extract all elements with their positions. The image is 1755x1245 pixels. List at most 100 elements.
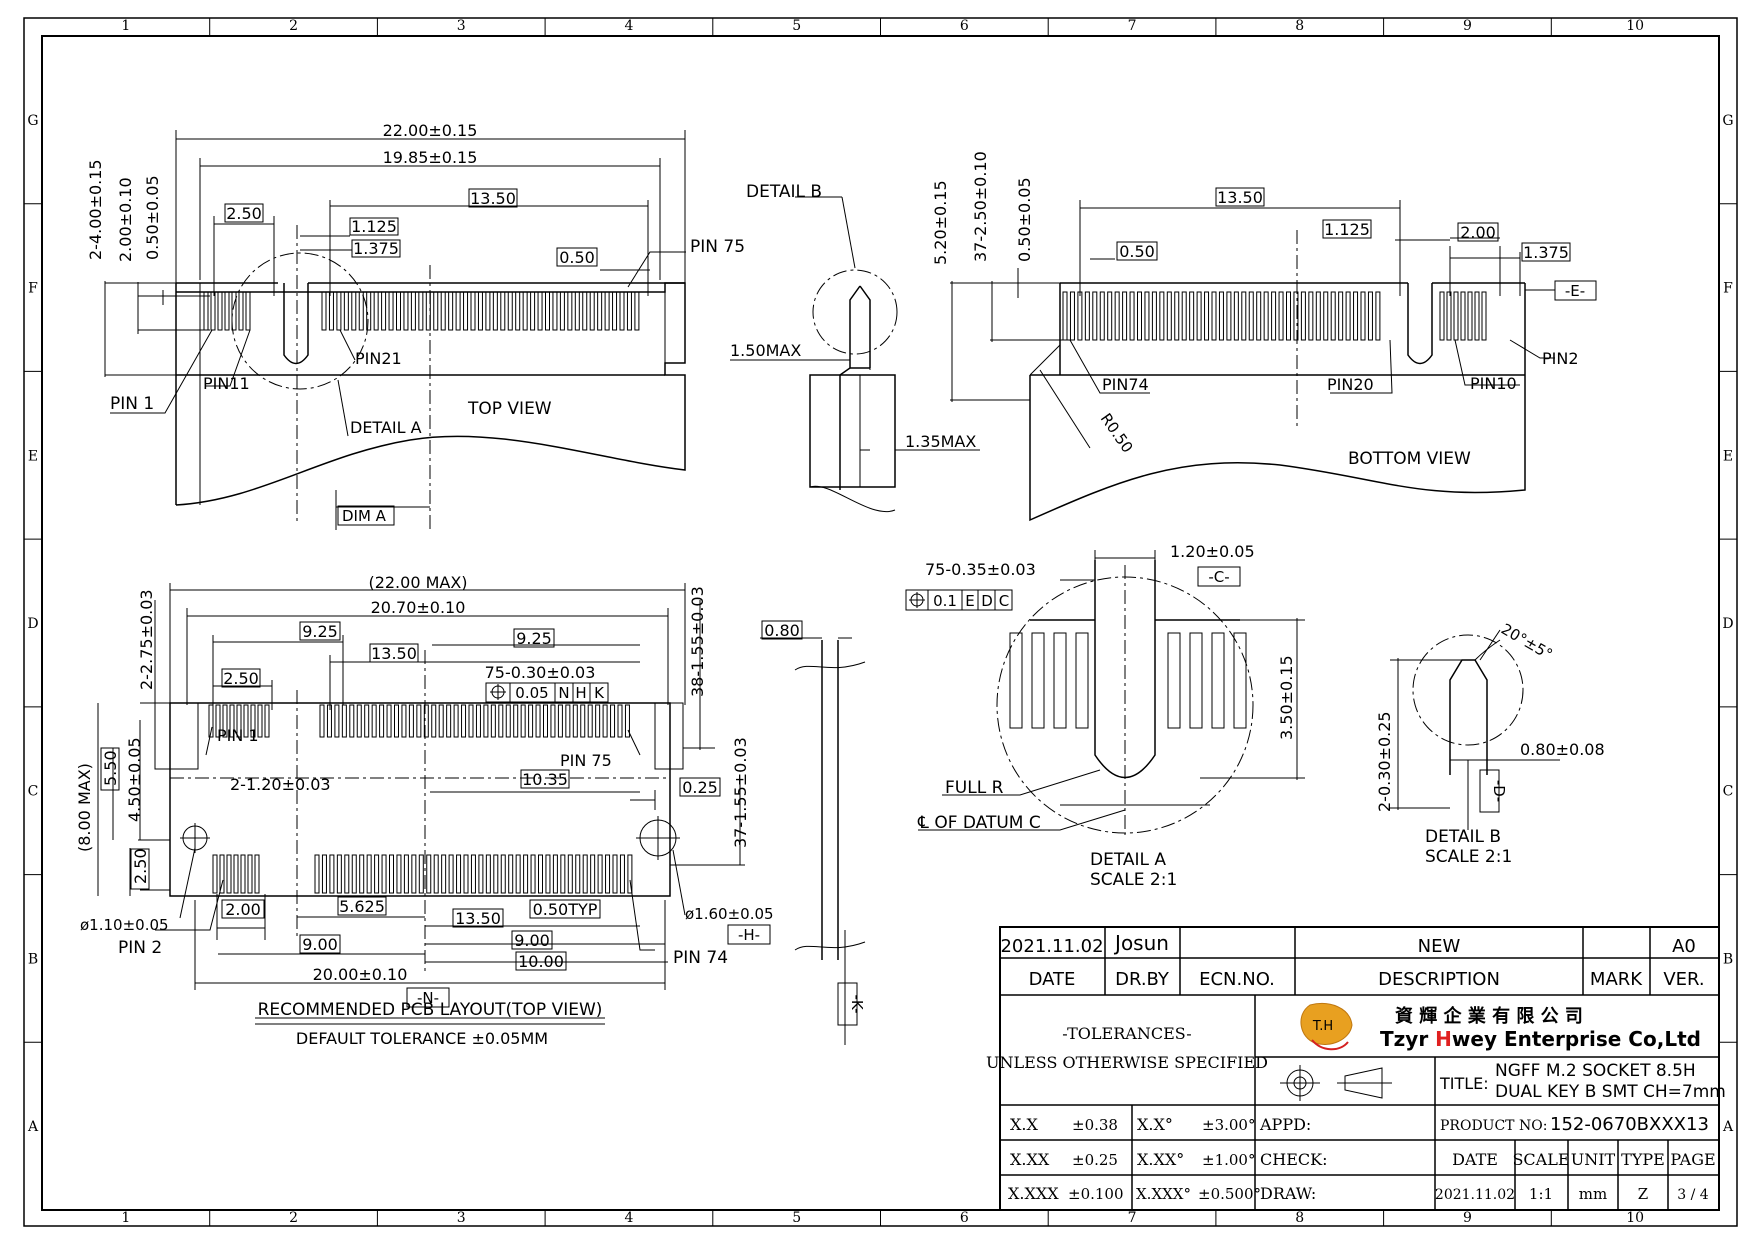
contact-pin: [1367, 291, 1373, 341]
contact-pin: [1453, 291, 1459, 341]
top-dim-vertical-2: 2.00±0.10: [116, 177, 135, 262]
pcb-dim-13-50: 13.50: [371, 644, 417, 663]
tolerances-note: UNLESS OTHERWISE SPECIFIED: [986, 1053, 1268, 1072]
bot-dim-vertical-3: 0.50±0.05: [1015, 177, 1034, 262]
grid-row-label: G: [27, 113, 38, 129]
contact-pin: [500, 291, 506, 331]
draw-label: DRAW:: [1260, 1184, 1316, 1203]
contact-pin: [530, 291, 536, 331]
deta-label-full-r: FULL R: [945, 778, 1004, 798]
contact-pin: [1474, 291, 1480, 341]
pcb-pad: [575, 854, 581, 894]
pcb-dim-20-00: 20.00±0.10: [313, 965, 408, 984]
grid-column-label: 10: [1626, 18, 1644, 34]
tol-row3-v1: ±0.100: [1068, 1185, 1124, 1203]
detail-pin: [1053, 632, 1067, 729]
label-pin11: PIN11: [203, 374, 250, 393]
pcb-dim-0-25: 0.25: [682, 778, 718, 797]
deta-dim-75-0-35: 75-0.35±0.03: [925, 560, 1036, 579]
contact-pin: [245, 291, 251, 331]
pcb-pad: [243, 704, 249, 738]
contact-pin: [1300, 291, 1306, 341]
contact-pin: [1226, 291, 1232, 341]
pcb-pad: [222, 704, 228, 738]
pcb-pad: [321, 854, 327, 894]
tol-row2-l2: X.XX°: [1137, 1150, 1184, 1169]
contact-pin: [351, 291, 357, 331]
tol-row3-l1: X.XXX: [1008, 1184, 1059, 1203]
grid-column-label: 7: [1128, 1210, 1137, 1226]
tol-row3-v2: ±0.500°: [1198, 1185, 1261, 1203]
grid-row-label: B: [28, 951, 38, 967]
pcb-pad: [463, 854, 469, 894]
deta-title: DETAIL A: [1090, 850, 1166, 870]
contact-pin: [381, 291, 387, 331]
pcb-pad: [617, 704, 623, 738]
pcb-pad: [490, 704, 496, 738]
contact-pin: [1263, 291, 1269, 341]
grid-column-label: 9: [1463, 1210, 1472, 1226]
pcb-pad: [565, 704, 571, 738]
profile-datum-k: -K-: [848, 994, 866, 1013]
contact-pin: [1248, 291, 1254, 341]
contact-pin: [343, 291, 349, 331]
tol-row1-l2: X.X°: [1137, 1115, 1173, 1134]
pcb-pad: [336, 854, 342, 894]
pcb-pad: [505, 704, 511, 738]
logo-text: T.H: [1312, 1019, 1333, 1034]
pcb-pad: [535, 704, 541, 738]
pcb-pad: [557, 704, 563, 738]
pcb-pad: [597, 854, 603, 894]
detb-dim-0-80: 0.80±0.08: [1520, 740, 1605, 759]
projection-symbol: [1280, 1065, 1392, 1101]
contact-pin: [515, 291, 521, 331]
pcb-pad: [468, 704, 474, 738]
contact-pin: [1204, 291, 1210, 341]
grid-row-label: E: [1723, 448, 1733, 464]
pcb-datum-h: H: [575, 684, 586, 702]
hdr-description: DESCRIPTION: [1378, 969, 1500, 990]
pcb-dim-2-1-20: 2-1.20±0.03: [230, 775, 331, 794]
pcb-pad: [212, 854, 218, 894]
contact-pin: [1174, 291, 1180, 341]
grid-column-label: 6: [960, 1210, 969, 1226]
top-dim-vertical-1: 2-4.00±0.15: [86, 159, 105, 260]
grid-column-label: 5: [792, 1210, 801, 1226]
pcb-pad: [461, 704, 467, 738]
contact-pin: [1323, 291, 1329, 341]
contact-pin: [1439, 291, 1445, 341]
footer-val-type: Z: [1638, 1185, 1648, 1203]
pcb-pad: [379, 704, 385, 738]
contact-pin: [470, 291, 476, 331]
pcb-pad: [610, 704, 616, 738]
contact-pin: [217, 291, 223, 331]
label-pin21: PIN21: [355, 349, 402, 368]
contact-pin: [492, 291, 498, 331]
pcb-pad: [423, 704, 429, 738]
pcb-pad: [359, 854, 365, 894]
footer-val-date: 2021.11.02: [1435, 1187, 1515, 1203]
contact-pin: [582, 291, 588, 331]
hdr-mark: MARK: [1590, 969, 1643, 990]
pcb-dim-22-max: (22.00 MAX): [368, 573, 467, 592]
contact-pin: [1353, 291, 1359, 341]
top-dim-0-50: 0.50: [559, 248, 595, 267]
pcb-hole-1-10: ø1.10±0.05: [80, 916, 169, 934]
detail-pin: [1167, 632, 1181, 729]
pcb-pad: [229, 704, 235, 738]
rev-description: NEW: [1418, 936, 1461, 957]
company-name-cn: 資 輝 企 業 有 限 公 司: [1395, 1005, 1583, 1027]
contact-pin: [477, 291, 483, 331]
pcb-pad: [513, 704, 519, 738]
contact-pin: [203, 291, 209, 331]
deta-position-tol: 0.1: [933, 592, 957, 610]
pcb-dim-2-50-v: 2.50: [131, 848, 150, 884]
pcb-dim-9-00-right: 9.00: [514, 931, 550, 950]
contact-pin: [388, 291, 394, 331]
pcb-pad: [572, 704, 578, 738]
pcb-label-pin1: PIN 1: [217, 726, 259, 745]
title-block: 2021.11.02 Josun NEW A0 DATE DR.BY ECN.N…: [986, 926, 1726, 1211]
contact-pin: [1338, 291, 1344, 341]
contact-pin: [321, 291, 327, 331]
contact-pin: [545, 291, 550, 331]
